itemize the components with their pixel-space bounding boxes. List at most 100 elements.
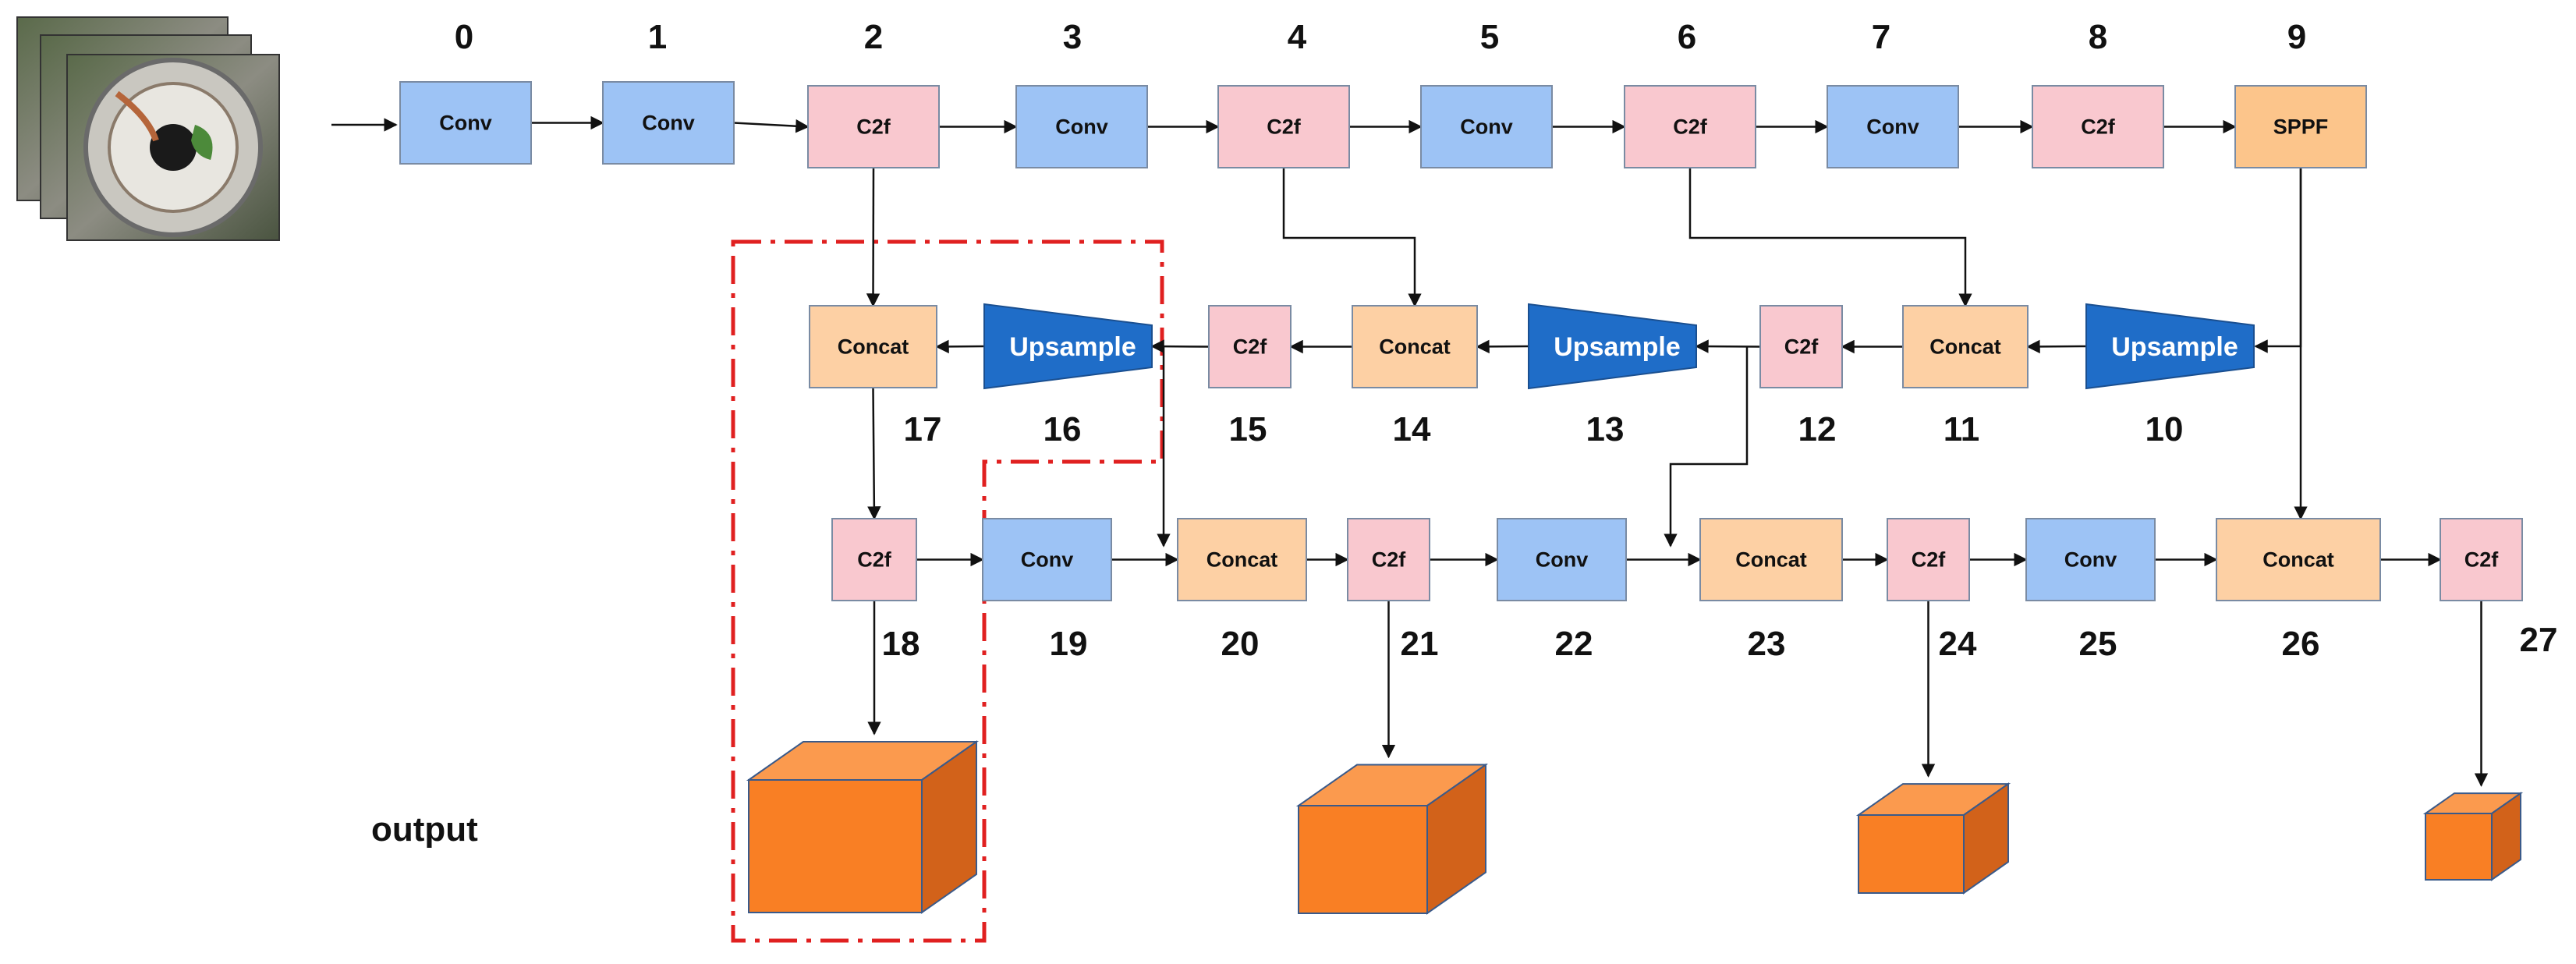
node-label: Upsample: [1009, 332, 1136, 362]
layer-index-6: 6: [1678, 18, 1696, 56]
node-label: Concat: [1207, 548, 1278, 572]
node-5-conv: Conv: [1420, 85, 1553, 168]
layer-index-10: 10: [2145, 410, 2184, 448]
node-shape: [2216, 518, 2381, 601]
node-shape: [1352, 305, 1478, 388]
edge-6-11: [1688, 168, 1972, 307]
output-cube-icon: [1855, 782, 2011, 895]
node-shape: [1902, 305, 2029, 388]
cube-front: [1858, 814, 1965, 894]
layer-index-3: 3: [1063, 18, 1082, 56]
node-label: Conv: [1536, 548, 1589, 572]
node-27-c2f: C2f: [2440, 518, 2523, 601]
layer-index-15: 15: [1229, 410, 1267, 448]
edge-4-14: [1282, 168, 1422, 307]
layer-index-0: 0: [455, 18, 473, 56]
node-label: C2f: [1784, 335, 1819, 359]
node-18-c2f: C2f: [831, 518, 917, 601]
node-17-concat: Concat: [809, 305, 937, 388]
node-shape: [399, 81, 532, 165]
node-13-upsample: Upsample: [1528, 303, 1697, 390]
node-shape: [1699, 518, 1843, 601]
layer-index-23: 23: [1748, 625, 1786, 663]
edge-17-18: [867, 387, 881, 520]
layer-index-21: 21: [1401, 625, 1439, 663]
node-label: C2f: [2081, 115, 2116, 139]
node-label: Upsample: [1554, 332, 1681, 362]
node-shape: [1347, 518, 1430, 601]
node-label: C2f: [1673, 115, 1708, 139]
node-label: Conv: [1866, 115, 1919, 139]
node-shape: [1177, 518, 1307, 601]
node-shape: [602, 81, 735, 165]
layer-index-5: 5: [1480, 18, 1499, 56]
node-shape: [1208, 305, 1292, 388]
layer-index-16: 16: [1044, 410, 1082, 448]
layer-index-26: 26: [2282, 625, 2320, 663]
node-shape: [982, 518, 1112, 601]
highlight-region: [731, 239, 1164, 943]
node-label: Concat: [2262, 548, 2334, 572]
node-shape: [831, 518, 917, 601]
layer-index-22: 22: [1555, 625, 1593, 663]
layer-index-27: 27: [2520, 621, 2558, 659]
output-cube-icon: [746, 740, 980, 914]
node-label: C2f: [856, 115, 891, 139]
node-shape: [1887, 518, 1970, 601]
edge-15-16: [1150, 339, 1210, 353]
node-label: Conv: [2064, 548, 2117, 572]
cube-front: [748, 779, 923, 913]
node-14-concat: Concat: [1352, 305, 1478, 388]
node-12-c2f: C2f: [1759, 305, 1843, 388]
layer-index-1: 1: [648, 18, 667, 56]
layer-index-25: 25: [2079, 625, 2117, 663]
node-1-conv: Conv: [602, 81, 735, 165]
layer-index-19: 19: [1050, 625, 1088, 663]
node-0-conv: Conv: [399, 81, 532, 165]
layer-index-2: 2: [864, 18, 883, 56]
edge-16-17: [935, 339, 985, 354]
node-label: C2f: [1912, 548, 1947, 572]
output-label: output: [371, 810, 478, 849]
output-cube-icon: [1295, 763, 1489, 915]
node-label: C2f: [857, 548, 892, 572]
node-label: Concat: [1929, 335, 2001, 359]
node-6-c2f: C2f: [1624, 85, 1756, 168]
layer-index-12: 12: [1798, 410, 1837, 448]
node-shape: [1624, 85, 1756, 168]
layer-index-14: 14: [1393, 410, 1431, 448]
layer-index-8: 8: [2089, 18, 2107, 56]
edge-9-10: [2254, 168, 2302, 353]
node-label: Concat: [838, 335, 909, 359]
node-24-c2f: C2f: [1887, 518, 1970, 601]
node-label: Conv: [642, 112, 695, 135]
layer-index-13: 13: [1586, 410, 1625, 448]
node-label: C2f: [1233, 335, 1268, 359]
node-label: SPPF: [2273, 115, 2329, 139]
edge-1-2: [733, 119, 810, 133]
node-shape: [2234, 85, 2367, 168]
node-shape: [1217, 85, 1350, 168]
node-shape: [2025, 518, 2156, 601]
cube-front: [2425, 813, 2493, 881]
node-21-c2f: C2f: [1347, 518, 1430, 601]
node-label: Concat: [1379, 335, 1451, 359]
cube-front: [1298, 805, 1428, 914]
output-cube-icon: [2422, 792, 2524, 881]
node-7-conv: Conv: [1827, 85, 1959, 168]
node-25-conv: Conv: [2025, 518, 2156, 601]
layer-index-20: 20: [1221, 625, 1260, 663]
layer-index-4: 4: [1288, 18, 1307, 56]
node-label: Upsample: [2111, 332, 2238, 362]
node-shape: [2032, 85, 2164, 168]
node-4-c2f: C2f: [1217, 85, 1350, 168]
node-shape: [807, 85, 940, 168]
layer-index-7: 7: [1872, 18, 1890, 56]
edge-12-23: [1664, 347, 1749, 548]
layer-index-18: 18: [882, 625, 920, 663]
edge-13-14: [1476, 339, 1529, 354]
node-label: Conv: [439, 112, 492, 135]
node-shape: [1759, 305, 1843, 388]
node-shape: [1420, 85, 1553, 168]
